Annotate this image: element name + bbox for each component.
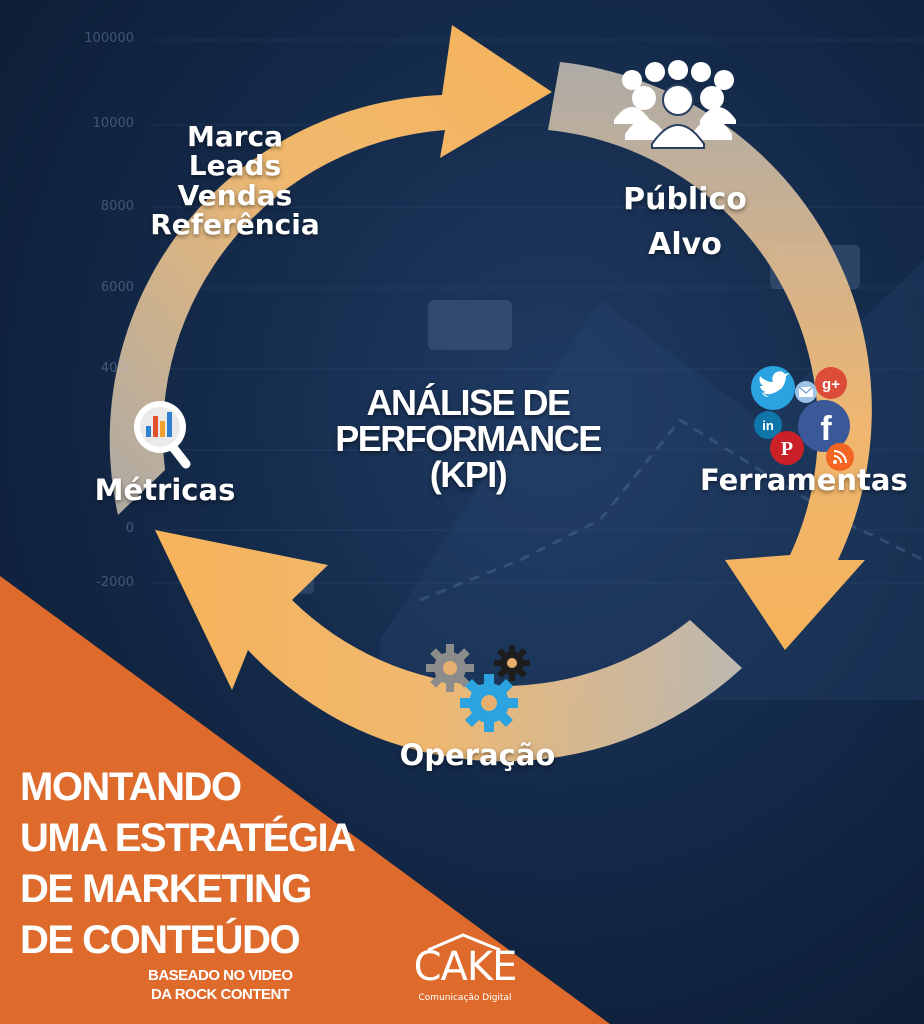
headline: MONTANDO UMA ESTRATÉGIA DE MARKETING DE … <box>20 762 356 966</box>
axis-tick-label: 8000 <box>100 199 134 214</box>
facebook-icon <box>798 400 850 452</box>
axis-tick-label: 10000 <box>92 116 134 131</box>
source-credit: BASEADO NO VIDEO DA ROCK CONTENT <box>148 966 293 1004</box>
stage-label-line: Marca <box>186 120 284 153</box>
background-speech-bubble <box>428 300 512 350</box>
center-title-line: (KPI) <box>429 454 508 495</box>
people-icon <box>614 60 736 149</box>
stage-label-metricas: Métricas <box>94 473 236 507</box>
headline-line: DE CONTEÚDO <box>20 918 301 962</box>
headline-line: MONTANDO <box>20 765 242 809</box>
pinterest-icon <box>770 431 804 465</box>
arrow-right <box>548 62 872 650</box>
stage-label-publico-alvo: Público Alvo <box>610 177 760 267</box>
axis-tick-label: 6000 <box>100 280 134 295</box>
center-title: ANÁLISE DE PERFORMANCE (KPI) <box>318 385 618 493</box>
orange-banner <box>0 576 610 1024</box>
stage-label-ferramentas: Ferramentas <box>700 463 908 497</box>
gears-icon <box>426 644 530 732</box>
axis-tick-label: 0 <box>125 521 134 536</box>
arrow-top <box>109 25 553 515</box>
svg-text:in: in <box>762 418 774 433</box>
stage-label-line: Público <box>623 182 747 217</box>
stage-label-results: Marca Leads Vendas Referência <box>140 122 330 240</box>
axis-tick-label: 100000 <box>84 31 134 46</box>
stage-label-line: Referência <box>150 208 320 242</box>
stage-label-operacao: Operação <box>399 738 556 772</box>
cycle-arrows <box>109 25 872 762</box>
logo-mark <box>427 933 501 952</box>
headline-line: DE MARKETING <box>20 867 312 911</box>
headline-line: UMA ESTRATÉGIA <box>20 816 356 860</box>
stage-label-line: Alvo <box>648 227 722 262</box>
axis-tick-label: 4000 <box>100 361 134 376</box>
credit-line: DA ROCK CONTENT <box>150 986 290 1003</box>
social-icons-cluster: g+ in f P <box>751 366 854 471</box>
svg-text:g+: g+ <box>822 376 840 393</box>
stage-label-line: Vendas <box>177 178 293 212</box>
logo-wordmark: CAKE <box>413 944 518 990</box>
center-title-line: PERFORMANCE <box>335 418 602 459</box>
logo-subtitle: Comunicação Digital <box>418 993 512 1003</box>
svg-text:f: f <box>820 410 832 448</box>
rss-icon <box>826 443 854 471</box>
center-title-line: ANÁLISE DE <box>366 382 571 423</box>
arrow-bottom <box>155 530 742 762</box>
svg-text:P: P <box>781 438 793 460</box>
credit-line: BASEADO NO VIDEO <box>148 967 293 984</box>
google-plus-icon <box>815 367 847 399</box>
axis-tick-label: -2000 <box>96 575 134 590</box>
background-grid <box>150 39 924 584</box>
stage-label-line: Leads <box>188 149 282 183</box>
linkedin-icon <box>754 411 782 439</box>
magnifier-chart-icon <box>134 401 191 469</box>
